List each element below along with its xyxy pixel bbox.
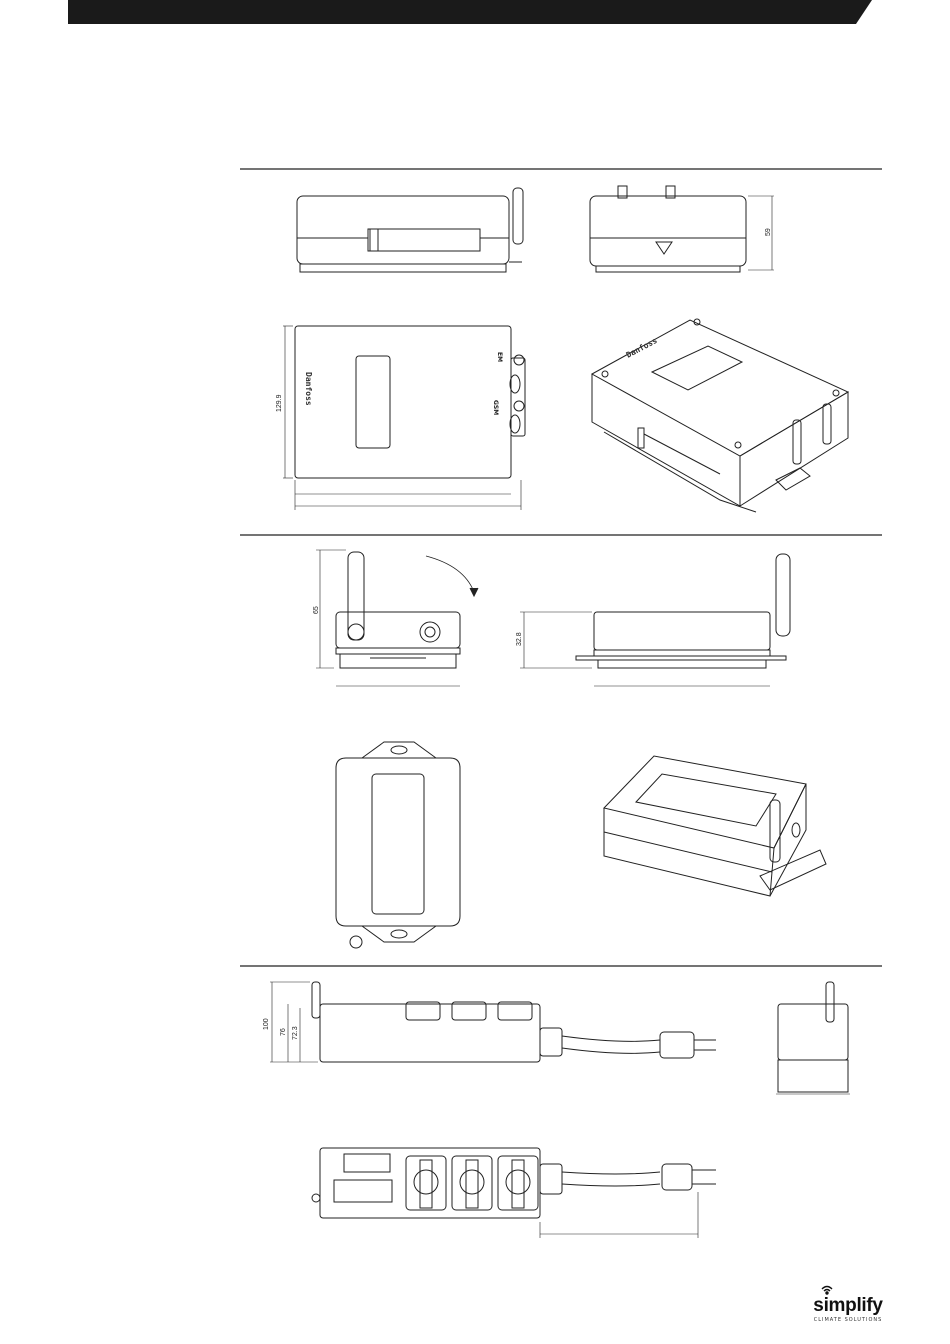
- logo-tagline: CLIMATE SOLUTIONS: [808, 1317, 888, 1323]
- dim-unit2-side-height: 32.8: [516, 632, 523, 646]
- dim-unit1-depth: 129.9: [276, 394, 283, 412]
- power-strip-side-view: [270, 982, 716, 1062]
- unit2-side-view: [316, 550, 478, 686]
- unit2-front-view: [520, 554, 790, 686]
- dim-unit1-height: 59: [765, 228, 772, 236]
- dim-strip-total-height: 100: [263, 1018, 270, 1030]
- port-label-gsm: GSM: [492, 400, 499, 415]
- dim-unit2-height: 65: [313, 606, 320, 614]
- unit1-side-view: [297, 188, 523, 272]
- unit1-front-view: [590, 186, 774, 272]
- simplify-logo: simplify CLIMATE SOLUTIONS: [808, 1288, 888, 1332]
- unit2-iso-view: [604, 756, 826, 896]
- port-label-em: EM: [496, 352, 503, 362]
- power-strip-end-view: [776, 982, 850, 1094]
- unit2-top-view: [336, 742, 460, 948]
- logo-word: simplify: [808, 1296, 888, 1316]
- wifi-signal-icon: [820, 1285, 834, 1295]
- power-strip-top-view: [312, 1148, 716, 1238]
- device-brand-iso: Danfoss: [625, 336, 659, 360]
- unit1-top-view: [283, 326, 525, 510]
- device-brand-top: Danfoss: [304, 372, 313, 406]
- dim-strip-height-b: 72.3: [292, 1026, 299, 1040]
- dim-strip-height-a: 76: [280, 1028, 287, 1036]
